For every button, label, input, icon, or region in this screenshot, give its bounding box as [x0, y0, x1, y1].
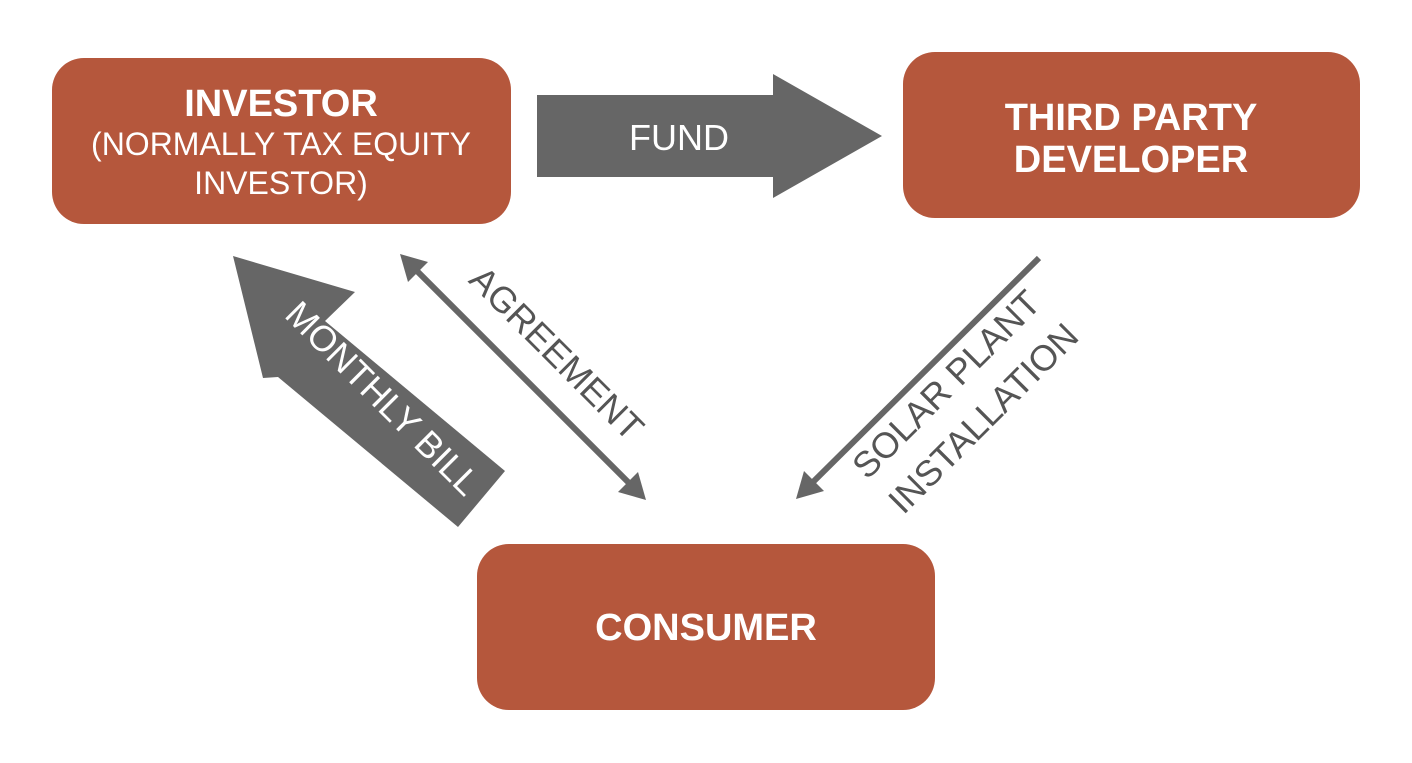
investor-subtitle-line1: (NORMALLY TAX EQUITY — [91, 126, 471, 162]
consumer-title: CONSUMER — [595, 607, 817, 649]
investor-title: INVESTOR — [184, 83, 378, 125]
developer-title-line2: DEVELOPER — [1014, 139, 1248, 181]
monthly-bill-arrow: MONTHLY BILL — [233, 256, 505, 527]
developer-node: THIRD PARTY DEVELOPER — [903, 52, 1360, 218]
investor-subtitle-line2: INVESTOR) — [194, 165, 368, 201]
investor-node: INVESTOR (NORMALLY TAX EQUITY INVESTOR) — [52, 58, 511, 224]
agreement-label: AGREEMENT — [462, 258, 652, 448]
solar-installation-arrow: SOLAR PLANT INSTALLATION — [796, 255, 1086, 521]
fund-label: FUND — [629, 117, 729, 158]
developer-title-line1: THIRD PARTY — [1005, 97, 1258, 139]
consumer-node: CONSUMER — [477, 544, 935, 710]
fund-arrow: FUND — [537, 74, 882, 198]
